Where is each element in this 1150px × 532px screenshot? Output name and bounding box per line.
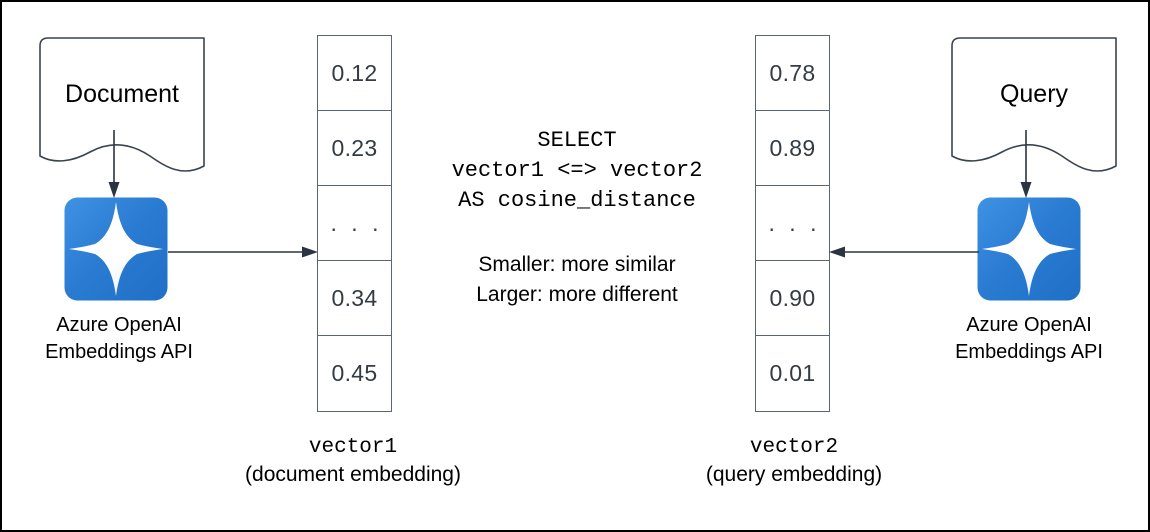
sql-expression: SELECT vector1 <=> vector2 AS cosine_dis… bbox=[397, 126, 757, 216]
sql-line-2: vector1 <=> vector2 bbox=[451, 158, 703, 183]
vector2-cell-4: 0.01 bbox=[769, 360, 816, 386]
vector1-cell-3: 0.34 bbox=[318, 261, 391, 336]
vector1-cell-2: . . . bbox=[318, 186, 391, 261]
right-service-line-1: Azure OpenAI bbox=[966, 314, 1092, 336]
azure-openai-sparkle-icon-right bbox=[977, 197, 1081, 301]
vector1-caption: vector1 (document embedding) bbox=[203, 434, 503, 488]
azure-openai-sparkle-icon bbox=[64, 197, 168, 301]
vector1-name: vector1 bbox=[308, 436, 398, 459]
arrow-service-to-vector1 bbox=[168, 246, 318, 258]
vector1-cell-0: 0.12 bbox=[318, 36, 391, 111]
arrow-document-to-service bbox=[108, 130, 120, 198]
query-label: Query bbox=[999, 80, 1069, 108]
left-service-line-1: Azure OpenAI bbox=[56, 314, 182, 336]
right-service-label: Azure OpenAI Embeddings API bbox=[899, 312, 1148, 366]
vector2-name: vector2 bbox=[749, 436, 839, 459]
document-paper-shape bbox=[32, 36, 212, 176]
right-service-line-2: Embeddings API bbox=[955, 341, 1103, 363]
vector1-cell-1: 0.23 bbox=[318, 111, 391, 186]
distance-interpretation-note: Smaller: more similar Larger: more diffe… bbox=[397, 250, 757, 310]
vector2-cell-3: 0.90 bbox=[756, 261, 829, 336]
vector1-cell-4: 0.45 bbox=[331, 360, 378, 386]
vector2-cell-2: . . . bbox=[756, 186, 829, 261]
document-label: Document bbox=[65, 80, 179, 108]
arrow-query-to-service bbox=[1020, 130, 1032, 198]
note-line-larger: Larger: more different bbox=[476, 283, 678, 306]
arrow-service-to-vector2 bbox=[829, 246, 979, 258]
left-service-line-2: Embeddings API bbox=[45, 341, 193, 363]
vector2-cell-0: 0.78 bbox=[756, 36, 829, 111]
query-paper-shape bbox=[944, 36, 1124, 176]
note-line-smaller: Smaller: more similar bbox=[478, 253, 676, 276]
vector2-cell-1: 0.89 bbox=[756, 111, 829, 186]
sql-line-1: SELECT bbox=[537, 128, 617, 153]
vector1-description: (document embedding) bbox=[245, 463, 461, 486]
vector2-caption: vector2 (query embedding) bbox=[644, 434, 944, 488]
vector2-description: (query embedding) bbox=[705, 463, 883, 486]
sql-line-3: AS cosine_distance bbox=[458, 188, 696, 213]
left-service-label: Azure OpenAI Embeddings API bbox=[2, 312, 249, 366]
